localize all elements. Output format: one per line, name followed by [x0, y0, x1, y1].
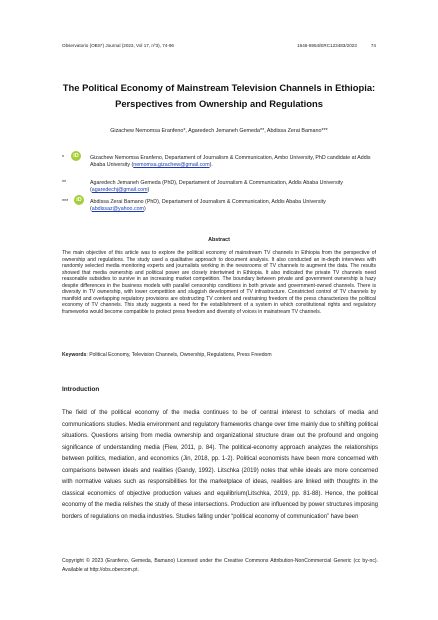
- keywords-label: Keywords: [62, 352, 87, 358]
- paper-title: The Political Economy of Mainstream Tele…: [62, 82, 376, 109]
- orcid-icon[interactable]: iD: [71, 151, 81, 161]
- issn: 1646-5954/ERC123483/2023: [297, 43, 357, 48]
- running-header: Observatorio (OBS*) Journal (2023, Vol 1…: [62, 43, 376, 48]
- copyright-footer: Copyright © 2023 (Eranfeno, Gemeda, Bama…: [62, 558, 378, 573]
- introduction-heading: Introduction: [62, 386, 100, 393]
- abstract-body: The main objective of this article was t…: [62, 250, 376, 315]
- email-link[interactable]: agaredechj@gmail.com: [91, 187, 148, 193]
- page-number: 74: [370, 43, 376, 48]
- introduction-body: The field of the political economy of th…: [62, 410, 378, 520]
- affiliation-text: Gizachew Nemomsa Eranfeno, Departament o…: [90, 155, 371, 168]
- affiliation-mark: **: [62, 180, 67, 186]
- email-link[interactable]: abdissaz@yahoo.com: [91, 206, 144, 212]
- affiliation-text: Abdissa Zerai Bamano (PhD), Departament …: [90, 199, 326, 212]
- keywords-text: : Political Economy, Television Channels…: [86, 352, 272, 358]
- abstract-heading: Abstract: [208, 237, 230, 243]
- affiliation-text: Agaredech Jemaneh Gemeda (PhD), Departam…: [90, 180, 343, 193]
- affiliation-mark: *: [62, 155, 65, 161]
- email-link[interactable]: nemomsa.gizachew@gmail.com: [133, 162, 210, 168]
- journal-citation: Observatorio (OBS*) Journal (2023, Vol 1…: [62, 43, 174, 48]
- keywords: Keywords: Political Economy, Television …: [62, 352, 376, 358]
- affiliation-mark: ***: [62, 199, 69, 205]
- orcid-icon[interactable]: iD: [74, 195, 84, 205]
- authors-line: Gizachew Nemomsa Eranfeno*, Agaredech Je…: [110, 128, 328, 134]
